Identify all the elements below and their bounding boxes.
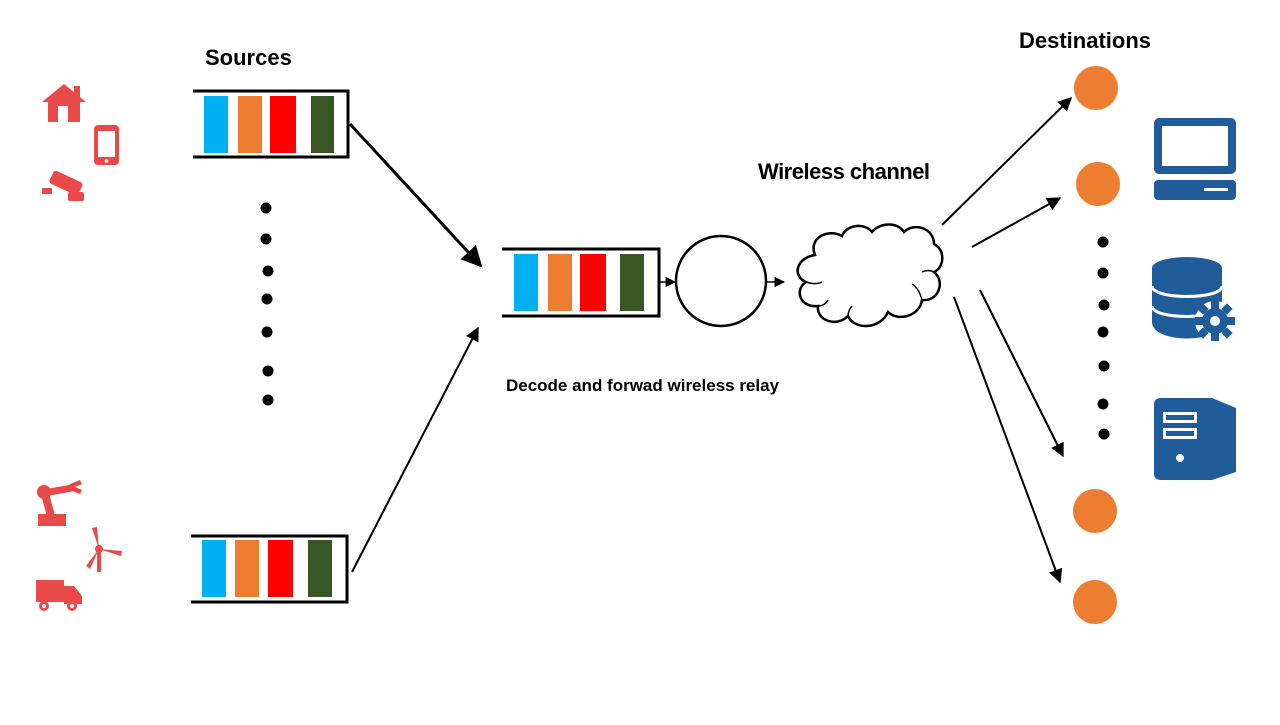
packet-red (268, 540, 293, 597)
wireless-channel-cloud (796, 223, 944, 328)
arrow-channel-to-destination-4 (953, 296, 1063, 584)
destination-node (1073, 489, 1117, 533)
destinations-label: Destinations (1019, 28, 1152, 53)
packet-blue (202, 540, 226, 597)
destination-node (1076, 162, 1120, 206)
arrow-channel-to-destination-1 (941, 97, 1072, 226)
packet-blue (514, 254, 538, 311)
packet-red (270, 96, 296, 153)
packet-red (580, 254, 606, 311)
arrow-source-bottom-to-relay (351, 326, 479, 573)
relay-server-circle (674, 234, 768, 328)
wind-turbine-icon (86, 527, 122, 572)
packet-green (308, 540, 332, 597)
sources-label: Sources (205, 45, 292, 70)
relay-label: Decode and forwad wireless relay (505, 376, 780, 395)
source-ellipsis-dots (260, 202, 274, 406)
wireless-channel-label: Wireless channel (758, 159, 930, 184)
arrow-channel-to-destination-3 (979, 289, 1064, 458)
robot-arm-icon (37, 480, 82, 526)
server-tower-icon (1154, 398, 1236, 480)
source-queue-bottom (191, 534, 349, 604)
arrow-channel-to-destination-2 (971, 197, 1062, 248)
source-queue-top (193, 89, 350, 159)
desktop-computer-icon (1154, 118, 1236, 200)
packet-orange (235, 540, 259, 597)
destination-ellipsis-dots (1097, 236, 1110, 440)
security-camera-icon (42, 170, 84, 201)
packet-orange (238, 96, 262, 153)
destination-node (1074, 66, 1118, 110)
packet-green (620, 254, 644, 311)
database-gear-icon (1150, 257, 1235, 341)
packet-blue (204, 96, 228, 153)
destination-node (1073, 580, 1117, 624)
home-icon (42, 84, 86, 122)
smartphone-icon (94, 125, 119, 165)
packet-orange (548, 254, 572, 311)
delivery-truck-icon (36, 580, 82, 611)
relay-queue (502, 247, 661, 318)
arrow-source-top-to-relay (348, 122, 483, 268)
packet-green (311, 96, 334, 153)
